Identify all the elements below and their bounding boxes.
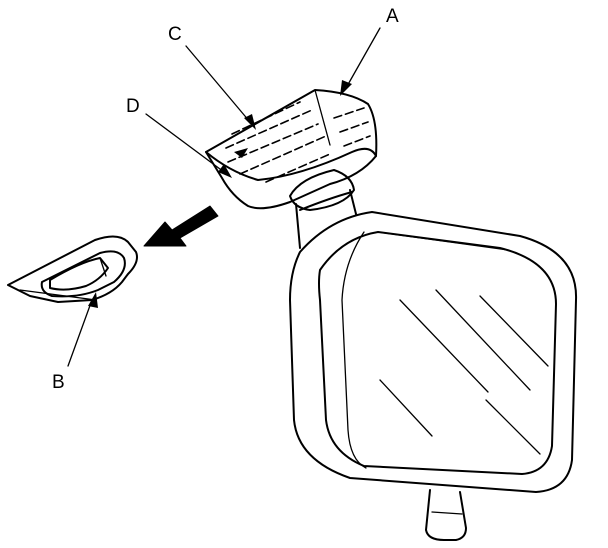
label-b: B (52, 372, 65, 393)
mirror-mount-base (205, 89, 378, 210)
mirror-stem (289, 169, 357, 249)
label-a: A (386, 6, 399, 27)
mirror-glass (379, 289, 549, 455)
mirror-body (289, 211, 578, 541)
callout-leaders (67, 27, 381, 367)
label-d: D (126, 96, 140, 117)
label-c: C (168, 24, 182, 45)
windshield-mount-bracket (7, 235, 138, 303)
arrow-left-down-icon (143, 205, 219, 247)
